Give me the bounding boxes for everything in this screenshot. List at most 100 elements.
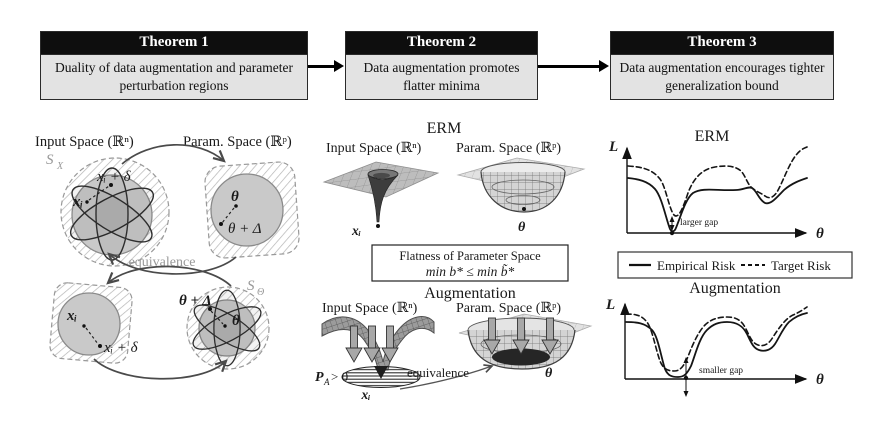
x-axis-label: θ bbox=[816, 372, 824, 388]
mapping-arc-top-2 bbox=[106, 265, 232, 287]
xi-delta-dot bbox=[98, 344, 102, 348]
augmentation-arrows bbox=[483, 317, 559, 355]
aug-input-space-label: Input Space (ℝⁿ) bbox=[322, 301, 418, 316]
legend: Empirical Risk Target Risk bbox=[617, 251, 853, 279]
y-axis-label: L bbox=[605, 297, 615, 313]
inner-ball bbox=[57, 292, 121, 356]
pa-label: P bbox=[315, 370, 324, 385]
theorem-1-description: Duality of data augmentation and paramet… bbox=[41, 55, 307, 100]
down-arrow-icon bbox=[512, 339, 530, 355]
funnel-tip bbox=[374, 366, 388, 379]
theta-delta-label: θ + Δ bbox=[179, 293, 212, 309]
equivalence-label: equivalence bbox=[407, 365, 469, 380]
bowl-ring bbox=[505, 195, 541, 205]
aug-param-space-label: Param. Space (ℝᵖ) bbox=[456, 301, 561, 316]
legend-target-label: Target Risk bbox=[771, 258, 831, 273]
legend-box bbox=[617, 251, 853, 279]
minimum-dot bbox=[522, 207, 526, 211]
xi-dot bbox=[82, 324, 86, 328]
funnel-mesh bbox=[321, 316, 435, 371]
down-arrow-icon bbox=[546, 317, 554, 341]
sharp-bowl-surface: θ bbox=[456, 157, 586, 235]
flatness-box-border bbox=[371, 244, 569, 282]
left-panel-duality-diagram: Input Space (ℝⁿ) Param. Space (ℝᵖ) S X x… bbox=[35, 134, 300, 380]
theta-dot bbox=[223, 324, 227, 328]
xi-delta-label: xᵢ + δ bbox=[96, 169, 132, 185]
erm-param-space-label: Param. Space (ℝᵖ) bbox=[456, 141, 561, 156]
mapping-arc-bottom-2 bbox=[93, 358, 228, 380]
down-arrow-icon bbox=[381, 347, 399, 363]
theorem-1-box: Theorem 1 Duality of data augmentation a… bbox=[40, 31, 308, 101]
wide-bowl-surface: θ bbox=[458, 313, 593, 381]
delta-offset-line bbox=[221, 207, 235, 224]
inner-ball bbox=[210, 173, 284, 247]
erm-plot-title: ERM bbox=[695, 128, 730, 145]
augmentation-plot-title: Augmentation bbox=[689, 280, 781, 297]
theta-label: θ bbox=[232, 313, 240, 329]
down-arrow-icon bbox=[368, 325, 376, 349]
delta-offset-line bbox=[85, 327, 99, 345]
set-theta-subscript: Θ bbox=[257, 287, 264, 298]
erm-input-space-label: Input Space (ℝⁿ) bbox=[326, 141, 422, 156]
theta-delta-dot bbox=[208, 307, 212, 311]
flatness-box: Flatness of Parameter Space min b* ≤ min… bbox=[371, 244, 569, 282]
empirical-risk-curve bbox=[625, 312, 808, 378]
equivalence-arrow bbox=[399, 364, 494, 390]
x-axis-label: θ bbox=[816, 226, 824, 242]
theorem-3-title: Theorem 3 bbox=[611, 32, 833, 55]
mapping-arc-bottom bbox=[107, 252, 237, 275]
augmentation-title: Augmentation bbox=[424, 285, 516, 302]
theorem-arrow-1 bbox=[308, 60, 344, 72]
theorem-2-title: Theorem 2 bbox=[346, 32, 537, 55]
xi-delta-label: xᵢ + δ bbox=[103, 340, 139, 356]
down-arrow-icon bbox=[363, 347, 381, 363]
augmentation-arrows bbox=[345, 325, 399, 363]
theta-label: θ bbox=[231, 189, 239, 205]
y-axis-label: L bbox=[608, 139, 618, 155]
left-param-space-label: Param. Space (ℝᵖ) bbox=[183, 134, 292, 150]
aug-xi-label: xᵢ bbox=[360, 387, 370, 402]
down-arrow-icon bbox=[350, 325, 358, 349]
input-perturbation-region: xᵢ xᵢ + δ bbox=[60, 157, 170, 267]
set-x-subscript: X bbox=[56, 161, 64, 172]
pa-subscript: A bbox=[323, 377, 330, 387]
down-arrow-icon bbox=[517, 317, 525, 341]
target-risk-curve bbox=[627, 146, 808, 217]
flatness-line1: Flatness of Parameter Space bbox=[399, 249, 541, 263]
input-perturbation-region-2: xᵢ xᵢ + δ bbox=[49, 282, 139, 364]
down-arrow-icon bbox=[483, 339, 501, 355]
legend-empirical-label: Empirical Risk bbox=[657, 258, 736, 273]
set-x-label: S bbox=[46, 152, 54, 168]
delta-offset-line bbox=[88, 185, 110, 201]
param-perturbation-region-2: S Θ θ + Δ θ bbox=[179, 278, 270, 370]
xi-delta-dot bbox=[109, 183, 113, 187]
theorem-arrow-2 bbox=[538, 60, 609, 72]
erm-loss-plot: L θ larger gap bbox=[608, 139, 824, 242]
theta-dot bbox=[234, 204, 238, 208]
down-arrow-icon bbox=[345, 347, 363, 363]
theorem-2-box: Theorem 2 Data augmentation promotes fla… bbox=[345, 31, 538, 101]
flatness-line2: min b* ≤ min b̃* bbox=[426, 264, 515, 279]
down-arrow-icon bbox=[488, 317, 496, 341]
set-theta-label: S bbox=[247, 278, 255, 294]
sharp-funnel-surface: xᵢ bbox=[322, 161, 440, 238]
minimum-dot bbox=[669, 230, 675, 236]
erm-xi-label: xᵢ bbox=[351, 223, 361, 238]
larger-gap-annotation: larger gap bbox=[680, 218, 718, 228]
down-arrow-icon bbox=[386, 325, 394, 349]
mapping-arc-top bbox=[121, 144, 226, 165]
theorem-3-box: Theorem 3 Data augmentation encourages t… bbox=[610, 31, 834, 101]
right-panel-generalization-plots: ERM L θ larger gap Empirical Risk Target… bbox=[605, 128, 853, 397]
theorem-1-title: Theorem 1 bbox=[41, 32, 307, 55]
target-risk-curve bbox=[625, 306, 808, 372]
bowl-ring bbox=[491, 179, 555, 195]
theta-delta-dot bbox=[219, 222, 223, 226]
xi-label: xᵢ bbox=[66, 308, 77, 324]
erm-theta-label: θ bbox=[518, 220, 526, 235]
funnel-spike bbox=[367, 174, 399, 223]
theorem-2-description: Data augmentation promotes flatter minim… bbox=[346, 55, 537, 100]
middle-panel-flatness-diagram: ERM Input Space (ℝⁿ) Param. Space (ℝᵖ) x… bbox=[315, 120, 593, 402]
erm-title: ERM bbox=[427, 120, 462, 137]
aug-theta-label: θ bbox=[545, 366, 553, 381]
